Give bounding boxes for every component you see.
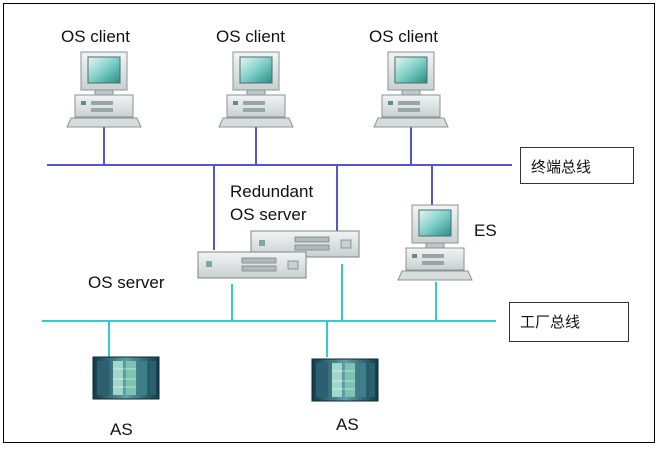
diagram-frame [3, 3, 655, 443]
redundant-label-line2: OS server [230, 205, 307, 224]
as-controller-1 [92, 356, 160, 400]
os-client-label-1: OS client [61, 27, 130, 46]
as-label-1: AS [110, 420, 133, 439]
es-label: ES [474, 221, 497, 240]
os-server-unit [197, 251, 307, 279]
os-client-label-2: OS client [216, 27, 285, 46]
os-client-label-3: OS client [369, 27, 438, 46]
plant-bus-label: 工厂总线 [509, 302, 629, 342]
redundant-label-line1: Redundant [230, 182, 314, 201]
as-label-2: AS [336, 415, 359, 434]
os-client-computer-3 [373, 51, 449, 128]
os-server-label: OS server [88, 273, 165, 292]
terminal-bus [47, 126, 512, 250]
os-client-computer-2 [218, 51, 294, 128]
plant-bus [42, 264, 496, 357]
os-client-computer-1 [66, 51, 142, 128]
es-computer [397, 204, 473, 281]
terminal-bus-label: 终端总线 [520, 147, 634, 184]
as-controller-2 [311, 358, 379, 402]
